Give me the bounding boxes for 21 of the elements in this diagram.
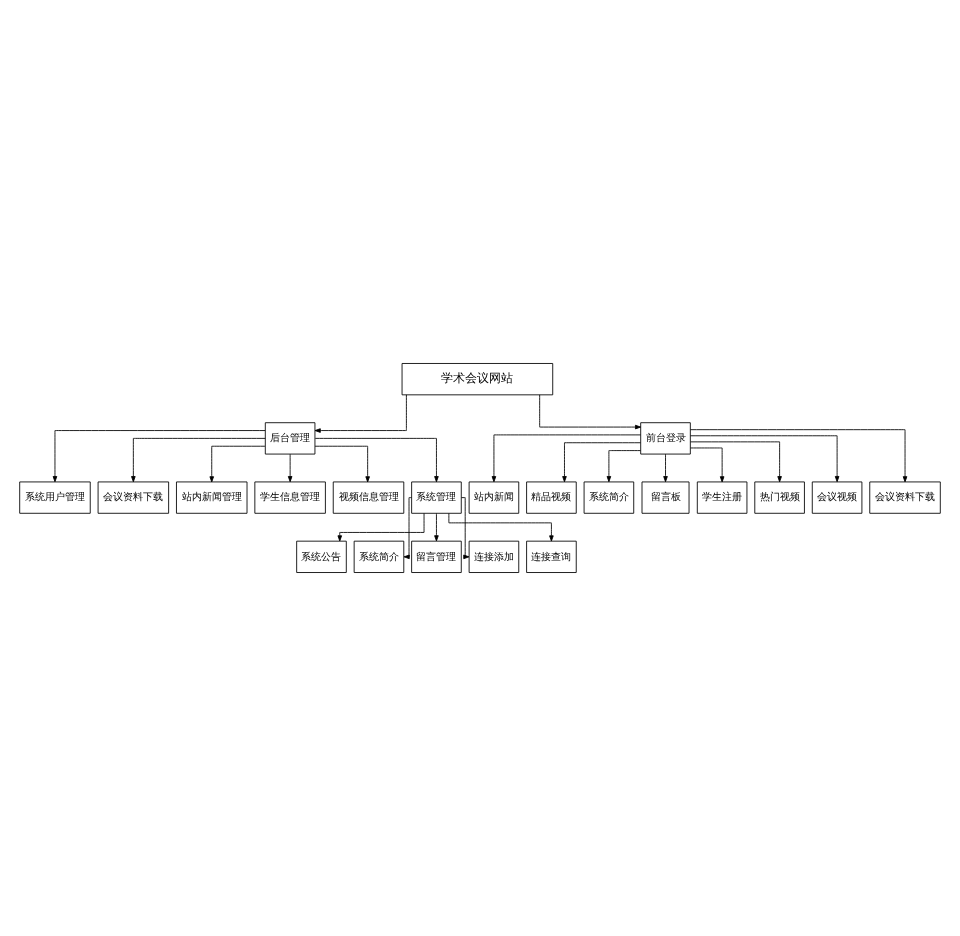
arrow	[606, 450, 641, 483]
arrow	[314, 445, 370, 483]
arrow	[690, 429, 908, 483]
arrow	[403, 497, 412, 560]
arrow	[690, 447, 725, 483]
arrow	[287, 453, 293, 483]
arrow	[562, 442, 641, 483]
arrow	[690, 441, 782, 483]
arrow	[539, 394, 642, 430]
arrow	[131, 437, 266, 483]
arrow	[314, 437, 439, 483]
arrow	[690, 435, 840, 483]
arrow	[314, 394, 407, 433]
arrow	[663, 453, 668, 483]
arrow	[434, 513, 439, 542]
arrow	[461, 497, 470, 560]
arrow	[491, 434, 641, 483]
arrow	[52, 430, 266, 483]
arrow	[448, 513, 554, 542]
arrow	[209, 445, 266, 483]
arrow	[337, 512, 425, 542]
